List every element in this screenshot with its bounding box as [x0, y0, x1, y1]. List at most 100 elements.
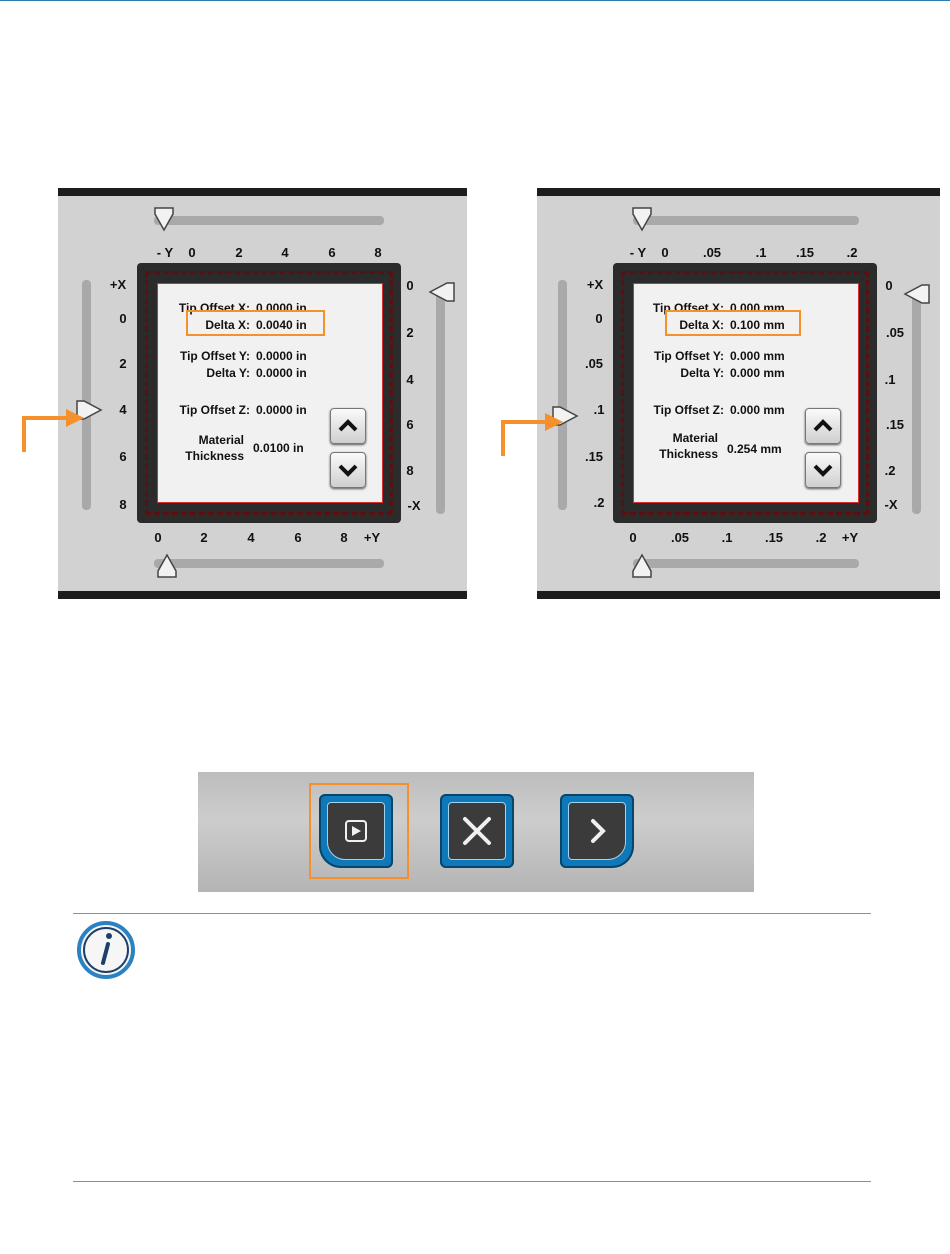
left-axis-label: +X [586, 277, 604, 292]
tip-offset-y-label: Tip Offset Y: [179, 349, 250, 363]
thickness-row: Thickness [164, 449, 244, 463]
decrease-button[interactable] [330, 452, 366, 488]
delta-x-highlight-box [665, 310, 801, 336]
right-axis-label: -X [407, 498, 421, 513]
delta-x-row: Delta X: 0.100 mm [638, 318, 785, 332]
preview-button[interactable] [319, 794, 393, 868]
bottom-axis-label: .05 [670, 530, 690, 545]
material-row: Material [638, 431, 718, 445]
triangle-slider-handle-icon[interactable] [903, 283, 931, 305]
delta-y-value: 0.0000 in [256, 366, 307, 380]
chevron-down-icon [338, 464, 358, 477]
x-left-slider-track[interactable] [82, 280, 91, 510]
increase-button[interactable] [330, 408, 366, 444]
thickness-label: Thickness [185, 449, 244, 463]
bottom-axis-label: .2 [815, 530, 827, 545]
offset-display-screen: Tip Offset X:0.0000 in Delta X:0.0040 in… [157, 283, 383, 503]
left-axis-label: 8 [119, 497, 127, 512]
bottom-axis-label: .1 [721, 530, 733, 545]
material-label: Material [672, 431, 718, 445]
triangle-slider-handle-icon[interactable] [631, 553, 653, 579]
info-icon [77, 921, 135, 979]
tip-offset-z-label: Tip Offset Z: [653, 403, 724, 417]
delta-x-highlight-box [186, 310, 325, 336]
next-button[interactable] [560, 794, 634, 868]
top-axis-label: 2 [235, 245, 243, 260]
bottom-axis-label: 0 [629, 530, 637, 545]
delta-y-label: Delta Y: [680, 366, 724, 380]
left-axis-label: 4 [119, 402, 127, 417]
tip-offset-y-value: 0.0000 in [256, 349, 307, 363]
triangle-slider-handle-icon[interactable] [428, 281, 456, 303]
x-left-slider-track[interactable] [558, 280, 567, 510]
tip-offset-z-value: 0.000 mm [730, 403, 785, 417]
material-label: Material [198, 433, 244, 447]
y-bottom-slider-track[interactable] [633, 559, 859, 568]
increase-button[interactable] [805, 408, 841, 444]
tip-offset-z-row: Tip Offset Z: 0.0000 in [164, 403, 307, 417]
triangle-slider-handle-icon[interactable] [631, 206, 653, 232]
y-top-slider-track[interactable] [633, 216, 859, 225]
panel-top-bar [537, 188, 940, 196]
x-right-slider-track[interactable] [912, 292, 921, 514]
panel-bottom-bar [58, 591, 467, 599]
delta-y-label: Delta Y: [206, 366, 250, 380]
bottom-axis-label: 4 [247, 530, 255, 545]
left-axis-label: 0 [595, 311, 603, 326]
tip-offset-z-label: Tip Offset Z: [179, 403, 250, 417]
left-axis-label: 6 [119, 449, 127, 464]
next-button-face [568, 802, 626, 860]
thickness-row: Thickness [638, 447, 718, 461]
triangle-slider-handle-icon[interactable] [156, 553, 178, 579]
right-axis-label: 2 [406, 325, 414, 340]
right-axis-label: -X [884, 497, 898, 512]
top-axis-label: 0 [661, 245, 669, 260]
right-axis-label: .2 [884, 463, 896, 478]
left-axis-label: .1 [593, 402, 605, 417]
x-right-slider-track[interactable] [436, 292, 445, 514]
play-square-icon [345, 820, 367, 842]
tip-offset-y-label: Tip Offset Y: [653, 349, 724, 363]
delta-x-label: Delta X: [205, 318, 250, 332]
panel-top-bar [58, 188, 467, 196]
calibration-panel-inches: - Y 0 2 4 6 8 0 2 4 6 8 +Y +X 0 2 4 6 8 … [58, 188, 467, 599]
material-row: Material [164, 433, 244, 447]
left-axis-label: .2 [593, 495, 605, 510]
decrease-button[interactable] [805, 452, 841, 488]
material-thickness-value: 0.0100 in [253, 441, 304, 455]
delta-x-label: Delta X: [679, 318, 724, 332]
preview-button-highlight [309, 783, 409, 879]
bottom-axis-label: +Y [841, 530, 859, 545]
triangle-slider-handle-icon[interactable] [153, 206, 175, 232]
tip-offset-y-value: 0.000 mm [730, 349, 785, 363]
cancel-button[interactable] [440, 794, 514, 868]
top-axis-label: 8 [374, 245, 382, 260]
y-top-slider-track[interactable] [154, 216, 384, 225]
delta-y-row: Delta Y: 0.0000 in [164, 366, 307, 380]
delta-x-value: 0.100 mm [730, 318, 785, 332]
thickness-label: Thickness [659, 447, 718, 461]
frame-dash-border [621, 271, 869, 515]
delta-y-value: 0.000 mm [730, 366, 785, 380]
delta-x-value: 0.0040 in [256, 318, 307, 332]
preview-button-face [327, 802, 385, 860]
top-axis-label: .15 [795, 245, 815, 260]
bottom-axis-label: 8 [340, 530, 348, 545]
chevron-down-icon [813, 464, 833, 477]
close-x-icon [463, 817, 491, 845]
left-axis-label: .05 [584, 356, 604, 371]
frame-dash-border [145, 271, 393, 515]
left-axis-label: .15 [584, 449, 604, 464]
tip-offset-z-value: 0.0000 in [256, 403, 307, 417]
y-bottom-slider-track[interactable] [154, 559, 384, 568]
delta-y-row: Delta Y: 0.000 mm [638, 366, 785, 380]
chevron-right-icon [591, 819, 606, 843]
right-axis-label: 8 [406, 463, 414, 478]
top-axis-label: 4 [281, 245, 289, 260]
panel-bottom-bar [537, 591, 940, 599]
top-axis-label: 6 [328, 245, 336, 260]
bottom-axis-label: +Y [363, 530, 381, 545]
tip-offset-y-row: Tip Offset Y: 0.000 mm [638, 349, 785, 363]
tip-offset-y-row: Tip Offset Y: 0.0000 in [164, 349, 307, 363]
right-axis-label: 4 [406, 372, 414, 387]
